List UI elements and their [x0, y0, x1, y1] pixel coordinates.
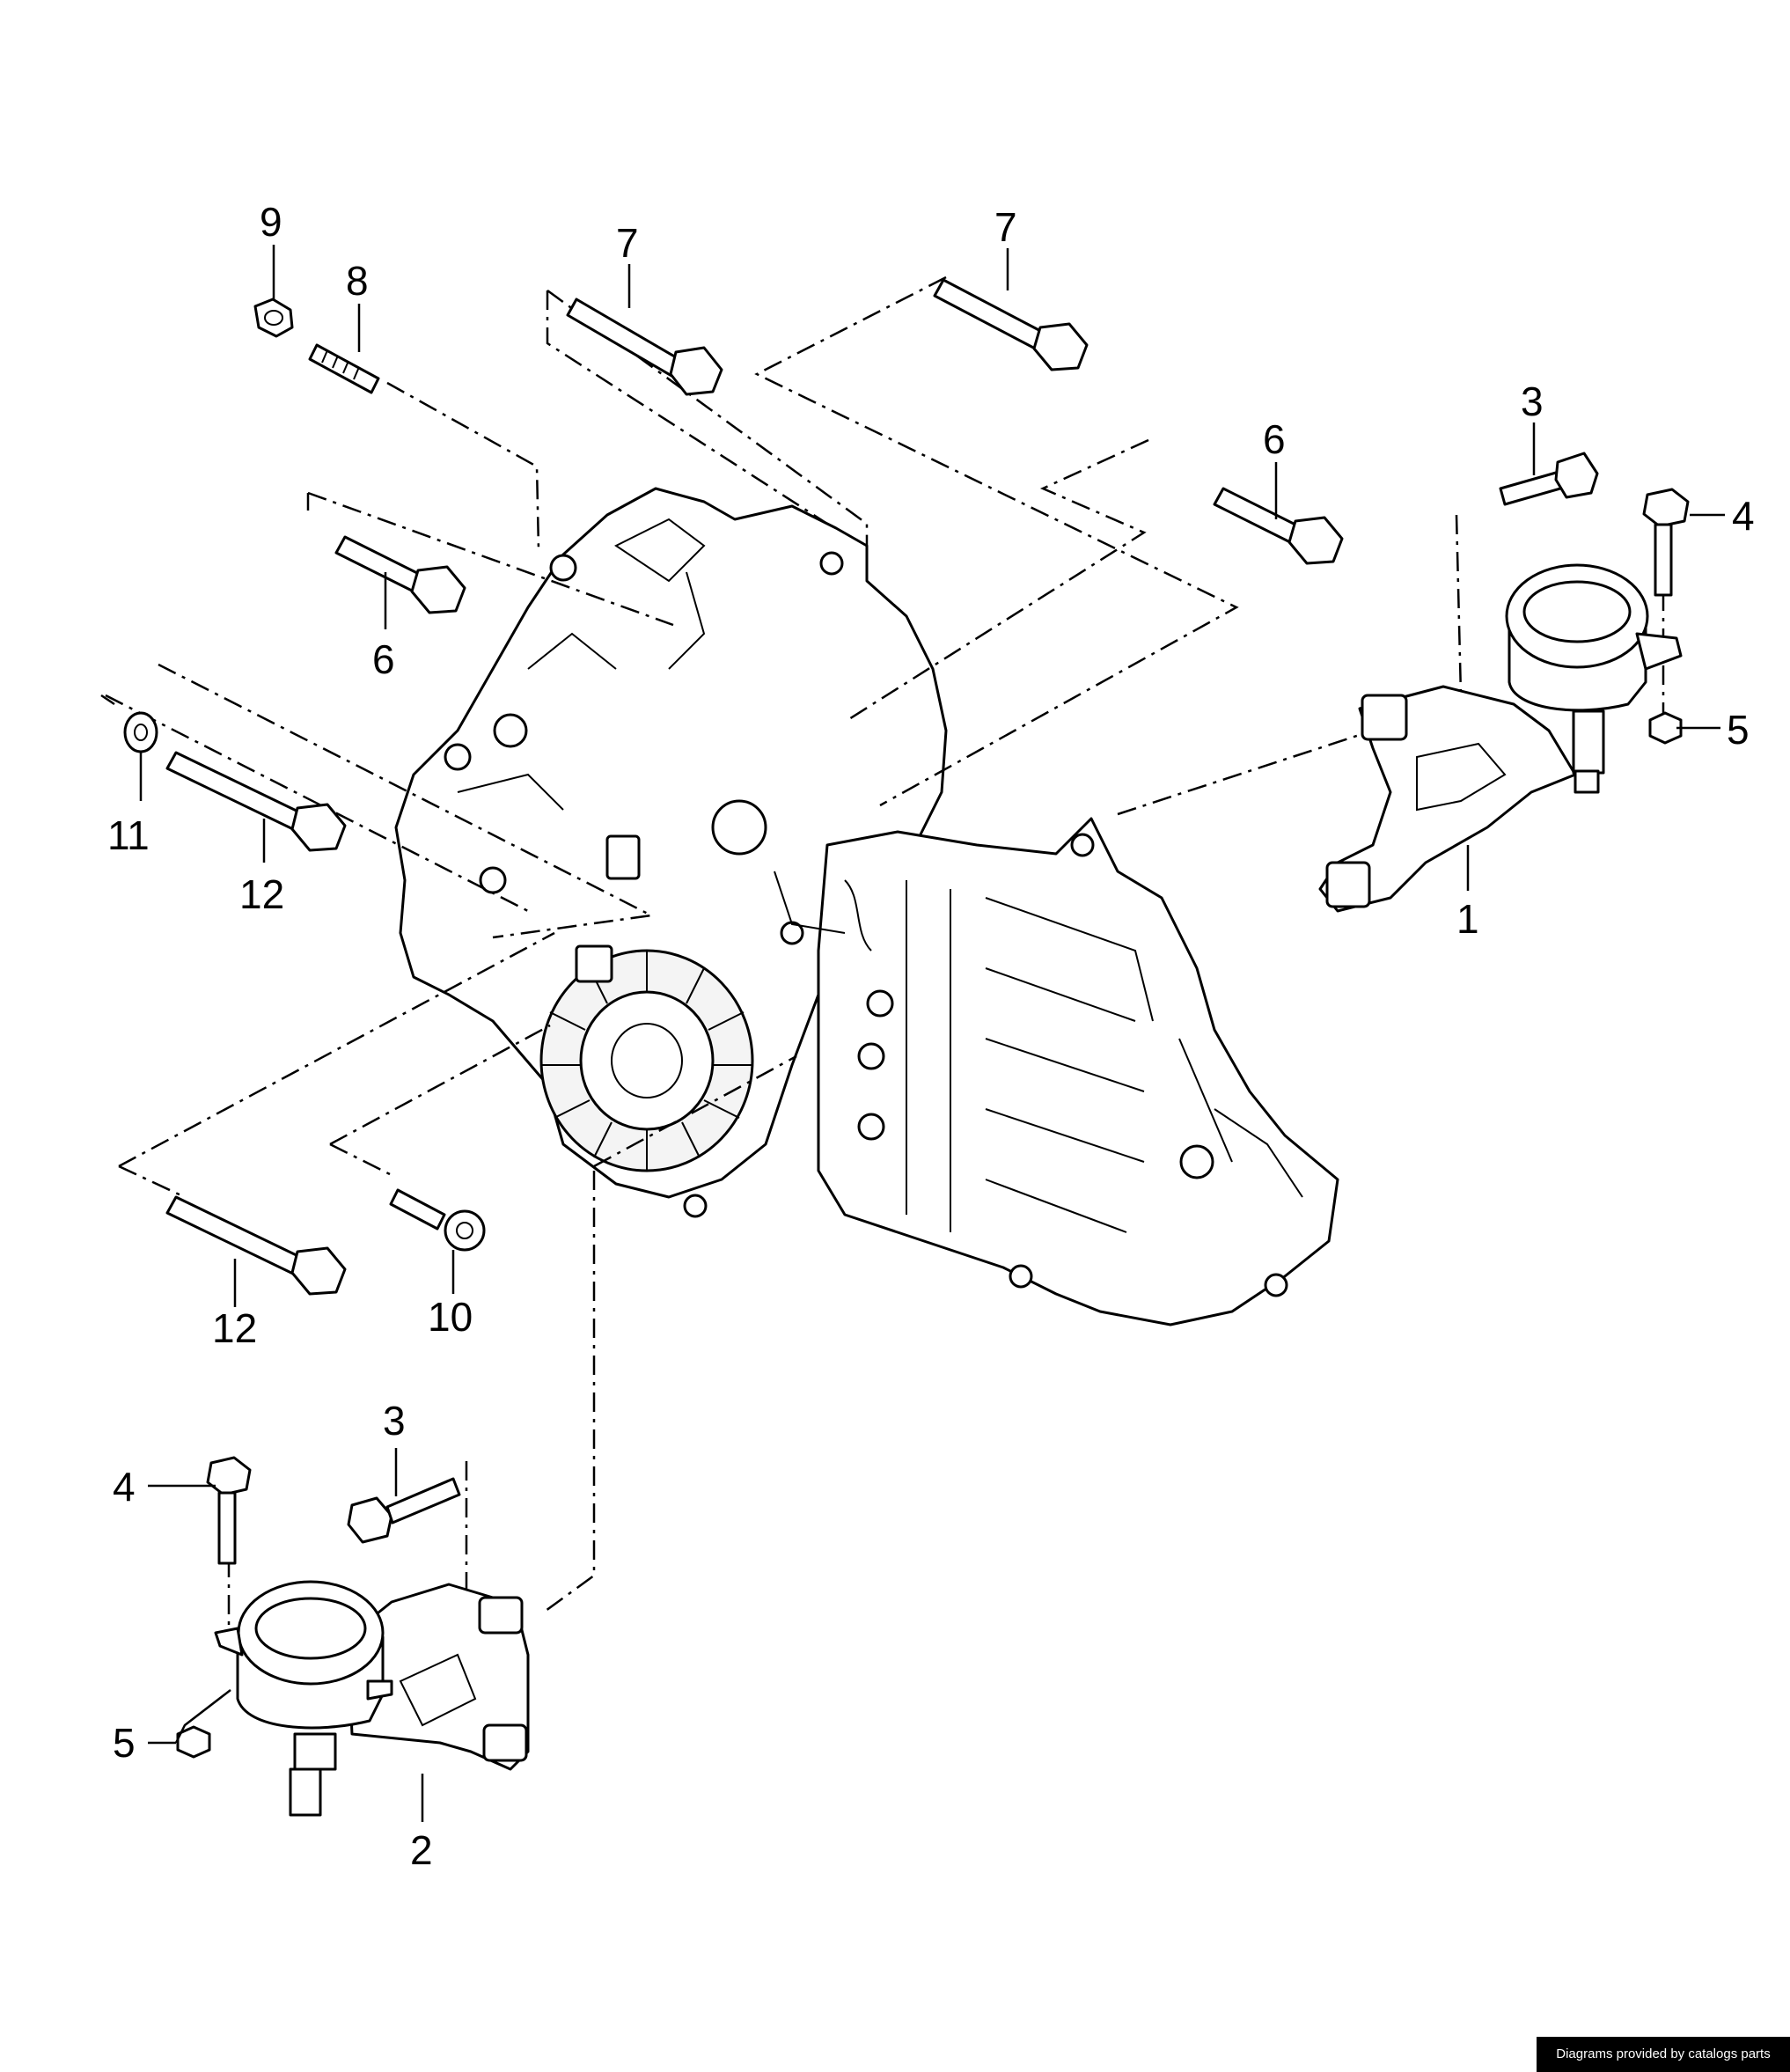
callout-2: 2 — [410, 1827, 433, 1873]
callout-4a: 4 — [1732, 493, 1755, 539]
callout-6b: 6 — [372, 636, 395, 682]
transmission-housing — [394, 487, 1339, 1326]
callout-3a: 3 — [1521, 378, 1544, 424]
callout-8: 8 — [346, 258, 369, 304]
callout-12b: 12 — [212, 1305, 257, 1351]
engine-mount-1 — [1318, 563, 1683, 913]
bolt-4b — [206, 1456, 252, 1565]
callout-9: 9 — [260, 199, 282, 245]
callout-5a: 5 — [1727, 707, 1750, 753]
callout-leaders — [139, 245, 1725, 1822]
nut-5a — [1648, 711, 1683, 745]
bolt-12b — [165, 1195, 347, 1296]
stud-8 — [308, 343, 380, 394]
bolt-6b — [334, 535, 466, 614]
engine-mount-2 — [214, 1580, 530, 1817]
bolt-10 — [389, 1188, 486, 1252]
callout-5b: 5 — [113, 1720, 136, 1766]
callout-1: 1 — [1456, 896, 1479, 942]
bolt-7a — [566, 298, 723, 396]
bolt-12a — [165, 751, 347, 852]
assembly-lines — [100, 276, 1665, 1646]
bolt-3b — [347, 1477, 461, 1544]
bolt-7b — [933, 278, 1089, 371]
callout-4b: 4 — [113, 1464, 136, 1510]
credit-badge: Diagrams provided by catalogs parts — [1537, 2037, 1790, 2072]
callout-7a: 7 — [616, 220, 639, 266]
callout-labels: 9 8 7 7 6 6 3 4 5 1 11 12 12 10 3 4 5 2 — [107, 199, 1755, 1873]
washer-11 — [123, 711, 158, 753]
callout-7b: 7 — [994, 204, 1017, 250]
nut-9 — [253, 298, 294, 338]
callout-11: 11 — [107, 812, 150, 858]
bolt-4a — [1642, 488, 1690, 597]
bolt-3a — [1499, 452, 1599, 506]
nut-5b — [176, 1725, 211, 1759]
callout-6a: 6 — [1263, 416, 1286, 462]
bolt-6a — [1213, 487, 1344, 565]
callout-3b: 3 — [383, 1398, 406, 1444]
callout-12a: 12 — [239, 871, 284, 917]
callout-10: 10 — [428, 1294, 473, 1340]
